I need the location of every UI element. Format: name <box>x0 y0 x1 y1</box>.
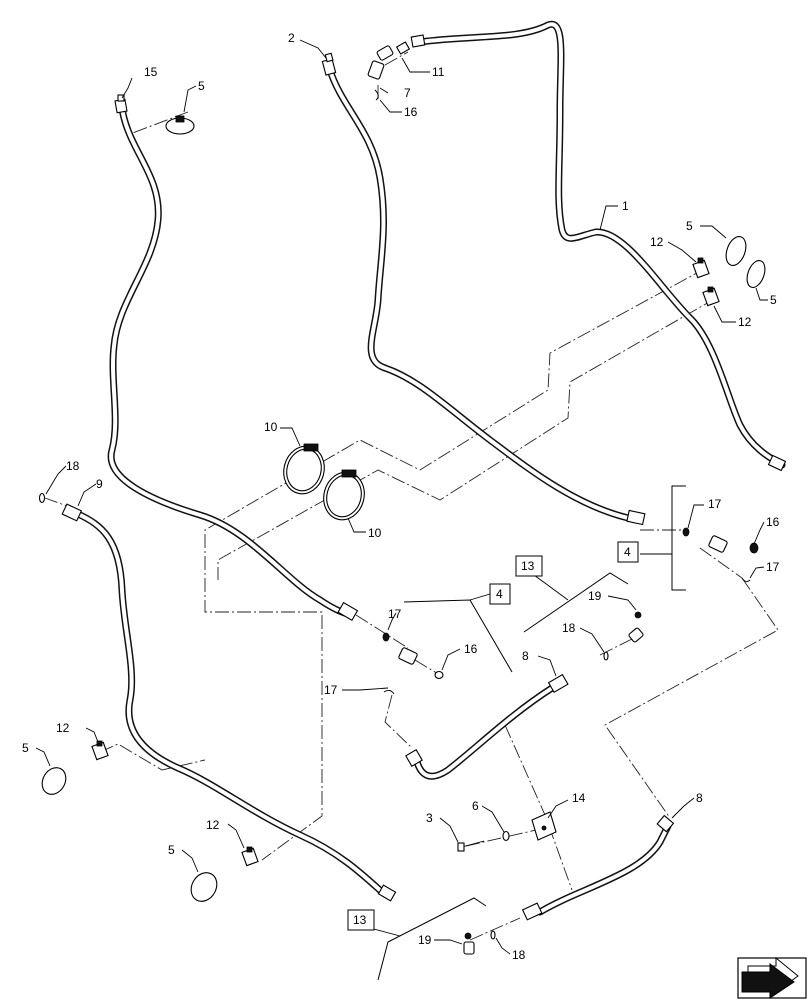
detail-bracket-4-center <box>403 593 513 673</box>
p-clip-12-c <box>91 740 109 761</box>
hose-clamp-5-right-b <box>746 260 766 288</box>
callout-19-lower: 19 <box>418 933 432 947</box>
callout-10-a: 10 <box>264 420 278 434</box>
fitting-19-18-lower <box>463 930 496 955</box>
detail-bracket-13-upper <box>523 572 629 633</box>
plug-16-top <box>374 89 379 101</box>
detail-bracket-13-lower <box>369 897 487 981</box>
hose-clamp-5-bottom <box>190 872 218 902</box>
fitting-4-right <box>682 527 759 583</box>
elbow-fitting-7 <box>367 45 394 80</box>
callout-labels: 1 2 15 5 11 7 16 5 12 5 12 10 10 17 16 1… <box>22 31 780 962</box>
clamp-block-14 <box>531 811 557 841</box>
callout-17-right-b: 17 <box>766 560 780 574</box>
callout-15: 15 <box>144 65 158 79</box>
callout-9: 9 <box>96 477 103 491</box>
hose-2 <box>326 66 632 522</box>
ref-box-13-upper: 13 <box>515 555 543 577</box>
callout-10-b: 10 <box>368 526 382 540</box>
callout-5-right-a: 5 <box>686 219 693 233</box>
ref-label-13-lower: 13 <box>353 913 367 927</box>
callout-6: 6 <box>472 799 479 813</box>
callout-12-right-b: 12 <box>738 315 752 329</box>
band-clamp-10-a <box>283 443 325 495</box>
hose-1 <box>416 20 786 469</box>
callout-16-top: 16 <box>404 105 418 119</box>
callout-12-left: 12 <box>56 721 70 735</box>
adapter-11 <box>395 41 411 55</box>
hose-8-upper <box>412 684 556 780</box>
callout-19-upper: 19 <box>588 589 602 603</box>
ref-box-4-right: 4 <box>617 541 639 563</box>
hose-fittings <box>61 34 787 921</box>
callout-11: 11 <box>432 65 445 79</box>
hose-9 <box>74 510 386 896</box>
callout-12-bottom: 12 <box>206 818 220 832</box>
ref-box-4-center: 4 <box>489 583 511 605</box>
ref-label-13-upper: 13 <box>521 559 535 573</box>
hose-15 <box>107 104 352 618</box>
callout-17-center-b: 17 <box>324 683 338 697</box>
hose-clamp-5-top <box>165 115 195 135</box>
callout-18-upper: 18 <box>562 621 576 635</box>
band-clamp-10-b <box>323 469 365 521</box>
hose-clamp-5-right-a <box>725 236 747 266</box>
ref-label-4-right: 4 <box>624 545 631 559</box>
callout-5-right-b: 5 <box>770 293 777 307</box>
bolt-3 <box>457 840 485 852</box>
fitting-19-18-upper <box>603 611 644 661</box>
p-clip-12-a <box>692 257 710 279</box>
callout-7: 7 <box>404 86 411 100</box>
callout-14: 14 <box>572 791 586 805</box>
hose-8-lower <box>536 822 672 916</box>
callout-18-left: 18 <box>66 459 80 473</box>
p-clip-12-b <box>702 286 720 307</box>
ref-box-13-lower: 13 <box>347 909 375 931</box>
callout-12-right-a: 12 <box>650 235 664 249</box>
callout-1: 1 <box>622 199 629 213</box>
callout-17-right-a: 17 <box>708 497 722 511</box>
callout-8-upper: 8 <box>522 649 529 663</box>
callout-5-bottom: 5 <box>168 843 175 857</box>
callout-3: 3 <box>426 811 433 825</box>
callout-16-center: 16 <box>464 642 478 656</box>
washer-6 <box>502 830 510 842</box>
arrow-previous-icon[interactable] <box>737 956 807 999</box>
callout-17-center-a: 17 <box>388 607 402 621</box>
ref-label-4-center: 4 <box>496 587 503 601</box>
hose-clamp-5-left <box>41 767 67 795</box>
callout-5-top: 5 <box>198 79 205 93</box>
callout-2: 2 <box>288 31 295 45</box>
callout-16-right: 16 <box>766 515 780 529</box>
callout-5-left: 5 <box>22 741 29 755</box>
callout-18-lower: 18 <box>512 948 526 962</box>
callout-8-lower: 8 <box>696 791 703 805</box>
o-ring-18-left <box>38 492 46 504</box>
p-clip-12-d <box>241 846 259 867</box>
detail-bracket-4-right <box>640 485 686 591</box>
leader-lines <box>35 39 768 955</box>
fitting-4-center <box>382 632 444 695</box>
